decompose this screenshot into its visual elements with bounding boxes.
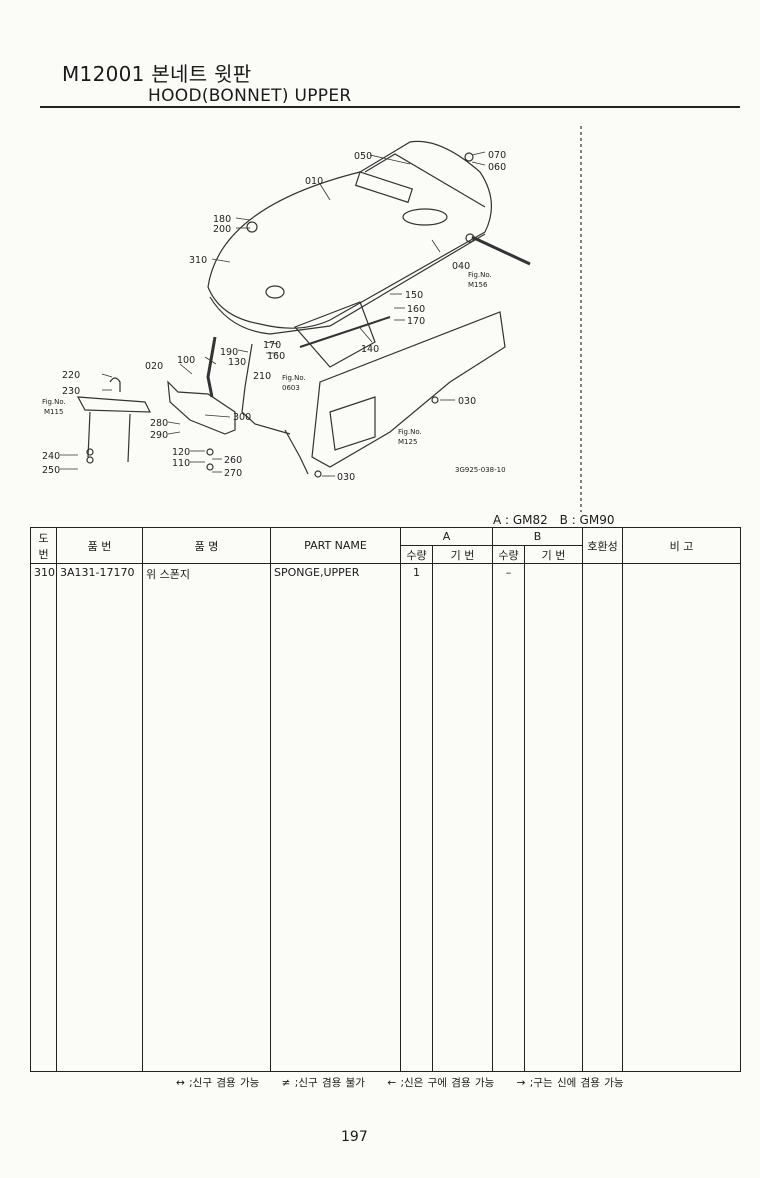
figref-m125: M125 [398, 438, 417, 446]
compatibility-legend: ↔ ;신구 겸용 가능 ≠ ;신구 겸용 불가 ← ;신은 구에 겸용 가능 →… [176, 1075, 642, 1090]
title-rule [40, 106, 740, 108]
table-filler-row [30, 582, 742, 1072]
page-title-english: HOOD(BONNET) UPPER [148, 86, 352, 106]
legend-item: ↔ ;신구 겸용 가능 [176, 1077, 260, 1089]
col-std-b: 기 번 [523, 545, 584, 564]
callout-060: 060 [488, 162, 506, 173]
hood-upper-edge [209, 233, 486, 335]
cell-remarks [622, 563, 742, 582]
callout-250: 250 [42, 465, 60, 476]
callout-130: 130 [228, 357, 246, 368]
callout-120: 120 [172, 447, 190, 458]
model-a-label: A : GM82 [493, 513, 548, 527]
callout-030: 030 [458, 396, 476, 407]
table-row: 310 3A131-17170 위 스폰지 SPONGE,UPPER 1 – [30, 563, 742, 582]
col-group-b: B [491, 527, 584, 546]
cell-std-b [523, 563, 584, 582]
callout-200: 200 [213, 224, 231, 235]
hood-upper-panel [207, 140, 493, 329]
col-std-a: 기 번 [432, 545, 493, 564]
cell-name-en: SPONGE,UPPER [270, 563, 401, 582]
col-qty-a: 수량 [400, 545, 433, 564]
col-compat: 호환성 [582, 527, 624, 564]
exploded-parts-diagram: 050 070 060 010 180 200 310 040 150 160 … [42, 126, 582, 512]
callout-010: 010 [305, 176, 323, 187]
callout-030b: 030 [337, 472, 355, 483]
front-bracket [167, 380, 236, 435]
figref-m156-label: Fig.No. [468, 271, 492, 279]
col-remarks: 비 고 [622, 527, 742, 564]
callout-300: 300 [233, 412, 251, 423]
col-group-a: A [400, 527, 493, 546]
callout-230: 230 [62, 386, 80, 397]
page-title-code: M12001 본네트 윗판 [62, 62, 252, 86]
figref-m115-label: Fig.No. [42, 398, 66, 406]
callout-170b: 170 [263, 340, 281, 351]
side-panel [311, 311, 506, 468]
callout-170: 170 [407, 316, 425, 327]
legend-item: → ;구는 신에 겸용 가능 [516, 1077, 624, 1089]
callout-140: 140 [361, 344, 379, 355]
callout-050: 050 [354, 151, 372, 162]
legend-item: ≠ ;신구 겸용 불가 [281, 1077, 365, 1089]
callout-290: 290 [150, 430, 168, 441]
legend-item: ← ;신은 구에 겸용 가능 [387, 1077, 495, 1089]
col-part-name-ko: 품 명 [142, 527, 271, 564]
callout-040: 040 [452, 261, 470, 272]
cell-qty-b: – [492, 563, 525, 582]
col-qty-b: 수량 [492, 545, 525, 564]
drawing-code: 3G925-038-10 [455, 466, 506, 474]
page-number: 197 [341, 1129, 368, 1145]
callout-110: 110 [172, 458, 190, 469]
callout-280: 280 [150, 418, 168, 429]
figref-0603-label: Fig.No. [282, 374, 306, 382]
callout-190: 190 [220, 347, 238, 358]
figref-m115: M115 [44, 408, 63, 416]
callout-260: 260 [224, 455, 242, 466]
callout-240: 240 [42, 451, 60, 462]
callout-220: 220 [62, 370, 80, 381]
callout-210: 210 [253, 371, 271, 382]
cell-qty-a: 1 [400, 563, 433, 582]
model-b-label: B : GM90 [559, 513, 615, 527]
callout-160b: 160 [267, 351, 285, 362]
cell-name-ko: 위 스폰지 [142, 563, 271, 582]
callout-100: 100 [177, 355, 195, 366]
cell-ref: 310 [30, 563, 57, 582]
figref-m156: M156 [468, 281, 488, 289]
figref-0603: 0603 [282, 384, 300, 392]
cell-compat [582, 563, 624, 582]
callout-150: 150 [405, 290, 423, 301]
cell-part-no: 3A131-17170 [56, 563, 143, 582]
callout-180: 180 [213, 214, 231, 225]
callout-160: 160 [407, 304, 425, 315]
model-caption: A : GM82 B : GM90 [493, 513, 622, 527]
figref-m125-label: Fig.No. [398, 428, 422, 436]
col-ref-no: 도번 [30, 527, 57, 564]
parts-table: 도번 품 번 품 명 PART NAME A B 호환성 비 고 수량 기 번 … [30, 527, 742, 1072]
callout-270: 270 [224, 468, 242, 479]
callout-070: 070 [488, 150, 506, 161]
callout-310: 310 [189, 255, 207, 266]
cell-std-a [432, 563, 493, 582]
col-part-name-en: PART NAME [270, 527, 401, 564]
callout-020: 020 [145, 361, 163, 372]
col-part-no: 품 번 [56, 527, 143, 564]
